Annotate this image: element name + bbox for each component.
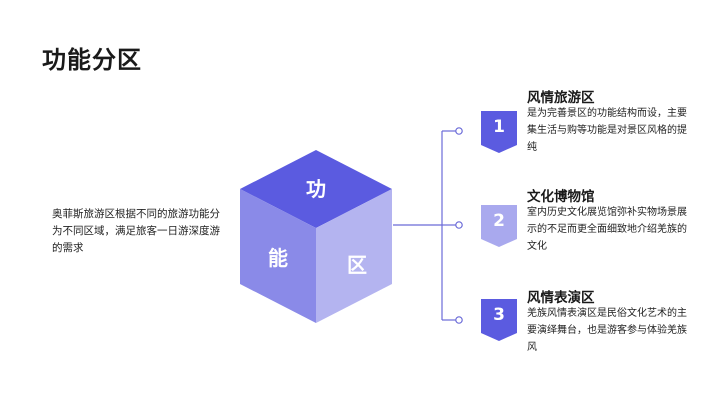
item-3-title: 风情表演区 bbox=[527, 290, 595, 306]
badge-2: 2 bbox=[481, 205, 517, 247]
item-2-title: 文化博物馆 bbox=[527, 189, 595, 205]
cube-left-label: 能 bbox=[268, 246, 288, 270]
intro-text: 奥菲斯旅游区根据不同的旅游功能分为不同区域，满足旅客一日游深度游的需求 bbox=[52, 208, 220, 254]
connector-dot-2 bbox=[455, 221, 463, 229]
badge-1: 1 bbox=[481, 111, 517, 153]
connector-dot-1 bbox=[455, 127, 463, 135]
badge-1-number: 1 bbox=[493, 117, 505, 137]
cube-top-label: 功 bbox=[306, 177, 326, 201]
connector-dot-3 bbox=[455, 316, 463, 324]
item-1-title: 风情旅游区 bbox=[527, 90, 595, 106]
cube-left-face bbox=[240, 189, 316, 323]
badge-3: 3 bbox=[481, 299, 517, 341]
item-1-desc: 是为完善景区的功能结构而设，主要集生活与购等功能是对景区风格的提纯 bbox=[527, 108, 687, 153]
item-2-desc: 室内历史文化展览馆弥补实物场景展示的不足而更全面细致地介绍羌族的文化 bbox=[527, 207, 687, 252]
badge-3-number: 3 bbox=[493, 305, 505, 325]
badge-2-number: 2 bbox=[493, 211, 505, 231]
cube-right-label: 区 bbox=[347, 253, 367, 277]
cube-right-face bbox=[316, 189, 392, 323]
page-title: 功能分区 bbox=[42, 46, 142, 74]
item-3-desc: 羌族风情表演区是民俗文化艺术的主要演绎舞台，也是游客参与体验羌族风 bbox=[527, 308, 687, 353]
